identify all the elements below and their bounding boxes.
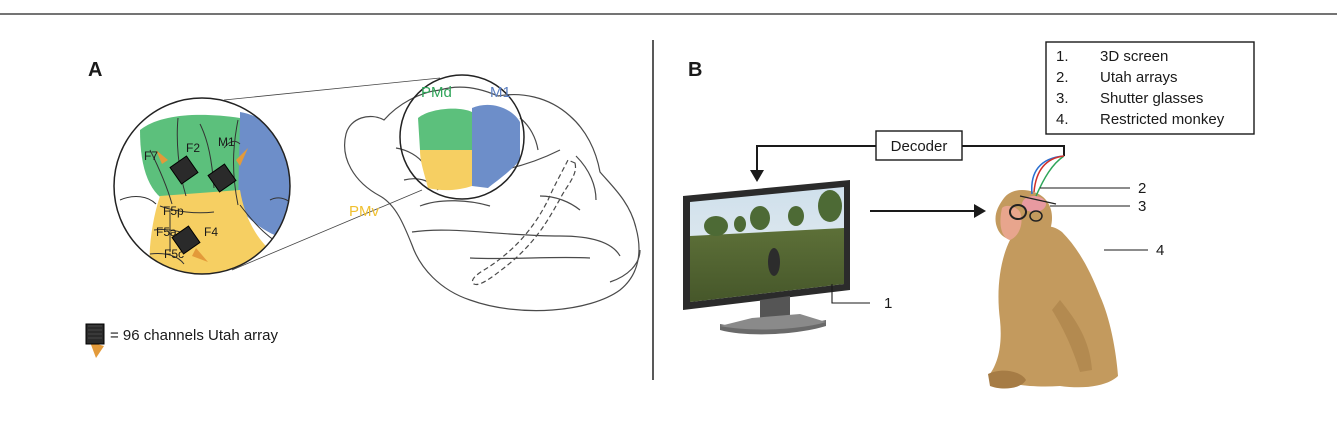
decoder-arrow-left <box>756 145 876 172</box>
monitor <box>683 180 850 335</box>
zoom-line-top <box>223 77 441 101</box>
brain-regions <box>418 104 520 191</box>
array-f5 <box>171 225 208 262</box>
decoder-line-right <box>962 145 1065 156</box>
utah-array-legend-icon <box>85 323 105 358</box>
area-f5a: F5a <box>156 225 177 239</box>
brain-zoom-circle <box>399 74 525 200</box>
zoom-detail <box>114 98 290 274</box>
area-m1: M1 <box>218 135 235 149</box>
decoder-arrowhead <box>750 170 764 182</box>
key-box <box>1045 41 1255 135</box>
zoom-circle <box>113 97 291 275</box>
callout-1: 1 <box>884 295 892 312</box>
region-pmv: PMv <box>349 203 380 220</box>
callout-1-line <box>831 284 870 304</box>
callout-2: 2 <box>1138 180 1146 197</box>
screen-to-monkey-arrowhead <box>974 204 986 218</box>
area-f5p: F5p <box>163 204 184 218</box>
monkey <box>988 190 1118 389</box>
decoder-label: Decoder <box>891 138 948 155</box>
key-text-2: Utah arrays <box>1100 69 1178 86</box>
area-f2: F2 <box>186 141 200 155</box>
panel-a-letter: A <box>88 59 102 81</box>
key-num-3: 3. <box>1056 90 1069 107</box>
key-text-1: 3D screen <box>1100 48 1168 65</box>
array-m1 <box>207 148 248 193</box>
utah-wires <box>1031 155 1065 197</box>
key-text-3: Shutter glasses <box>1100 90 1203 107</box>
area-f7: F7 <box>144 149 158 163</box>
area-f4: F4 <box>204 225 218 239</box>
brain-outline <box>344 86 641 312</box>
key-text-4: Restricted monkey <box>1100 111 1225 128</box>
key-num-4: 4. <box>1056 111 1069 128</box>
array-f2 <box>156 150 199 185</box>
callout-3: 3 <box>1138 198 1146 215</box>
zoom-line-bottom <box>231 189 423 271</box>
key-num-2: 2. <box>1056 69 1069 86</box>
area-f5c: F5c <box>164 247 184 261</box>
region-pmd: PMd <box>421 84 452 101</box>
key-num-1: 1. <box>1056 48 1069 65</box>
region-m1: M1 <box>490 84 511 101</box>
legend-text: = 96 channels Utah array <box>110 327 279 344</box>
callout-4: 4 <box>1156 242 1164 259</box>
panel-b-letter: B <box>688 59 702 81</box>
